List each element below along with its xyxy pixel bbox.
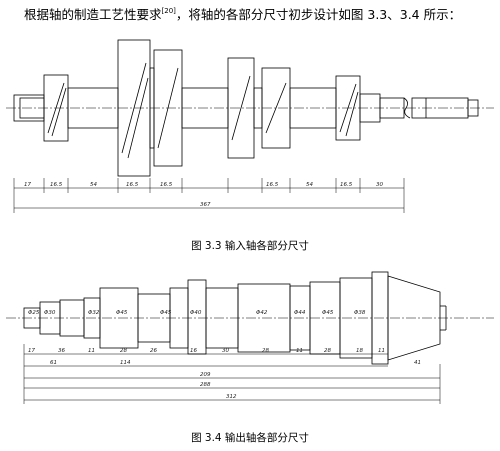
dim-label: 16.5 xyxy=(50,182,63,188)
dim-label: 288 xyxy=(200,382,211,388)
dim-label: 28 xyxy=(324,348,331,354)
dim-label: 26 xyxy=(150,348,157,354)
dim-label: 28 xyxy=(262,348,269,354)
dim-label: 61 xyxy=(50,360,57,366)
dim-label: 16.5 xyxy=(160,182,173,188)
dim-label: 209 xyxy=(200,372,211,378)
diameter-label: Φ25 xyxy=(28,310,40,316)
dim-label: 114 xyxy=(120,360,131,366)
figure-3-4-caption: 图 3.4 输出轴各部分尺寸 xyxy=(191,432,309,444)
input-shaft-drawing: 17 16.5 54 16.5 16.5 16.5 54 16.5 30 367 xyxy=(6,39,494,213)
dim-label: 18 xyxy=(356,348,363,354)
diameter-label: Φ45 xyxy=(322,310,334,316)
dim-label: 16 xyxy=(190,348,197,354)
dim-label: 17 xyxy=(24,182,31,188)
dim-label: 54 xyxy=(90,182,97,188)
dim-label: 16.5 xyxy=(126,182,139,188)
dim-label: 11 xyxy=(378,348,385,354)
dim-label: 54 xyxy=(306,182,313,188)
citation-ref: [20] xyxy=(161,7,176,15)
diameter-label: Φ45 xyxy=(116,310,128,316)
dim-label: 30 xyxy=(222,348,229,354)
diameter-label: Φ44 xyxy=(294,310,306,316)
dim-label: 11 xyxy=(88,348,95,354)
dim-label: 30 xyxy=(376,182,383,188)
diameter-label: Φ32 xyxy=(88,310,100,316)
dim-total: 312 xyxy=(226,394,237,400)
dim-label: 16.5 xyxy=(340,182,353,188)
dim-label: 11 xyxy=(296,348,303,354)
diameter-label: Φ40 xyxy=(190,310,202,316)
intro-text-after: ，将轴的各部分尺寸初步设计如图 3.3、3.4 所示： xyxy=(175,7,462,22)
diameter-label: Φ45 xyxy=(160,310,172,316)
dim-label: 17 xyxy=(28,348,35,354)
diameter-label: Φ38 xyxy=(354,310,366,316)
dim-label: 28 xyxy=(120,348,127,354)
intro-text-before: 根据轴的制造工艺性要求 xyxy=(24,7,162,22)
figure-3-3-caption: 图 3.3 输入轴各部分尺寸 xyxy=(191,240,309,252)
diameter-label: Φ30 xyxy=(44,310,56,316)
diameter-label: Φ42 xyxy=(256,310,268,316)
dim-total: 367 xyxy=(200,202,211,208)
dim-label: 41 xyxy=(414,360,421,366)
dim-label: 16.5 xyxy=(266,182,279,188)
intro-paragraph: 根据轴的制造工艺性要求[20]，将轴的各部分尺寸初步设计如图 3.3、3.4 所… xyxy=(24,6,494,24)
output-shaft-drawing: Φ25 Φ30 Φ32 Φ45 Φ45 Φ40 Φ42 Φ44 Φ45 Φ38 … xyxy=(6,271,494,404)
dim-label: 36 xyxy=(58,348,65,354)
